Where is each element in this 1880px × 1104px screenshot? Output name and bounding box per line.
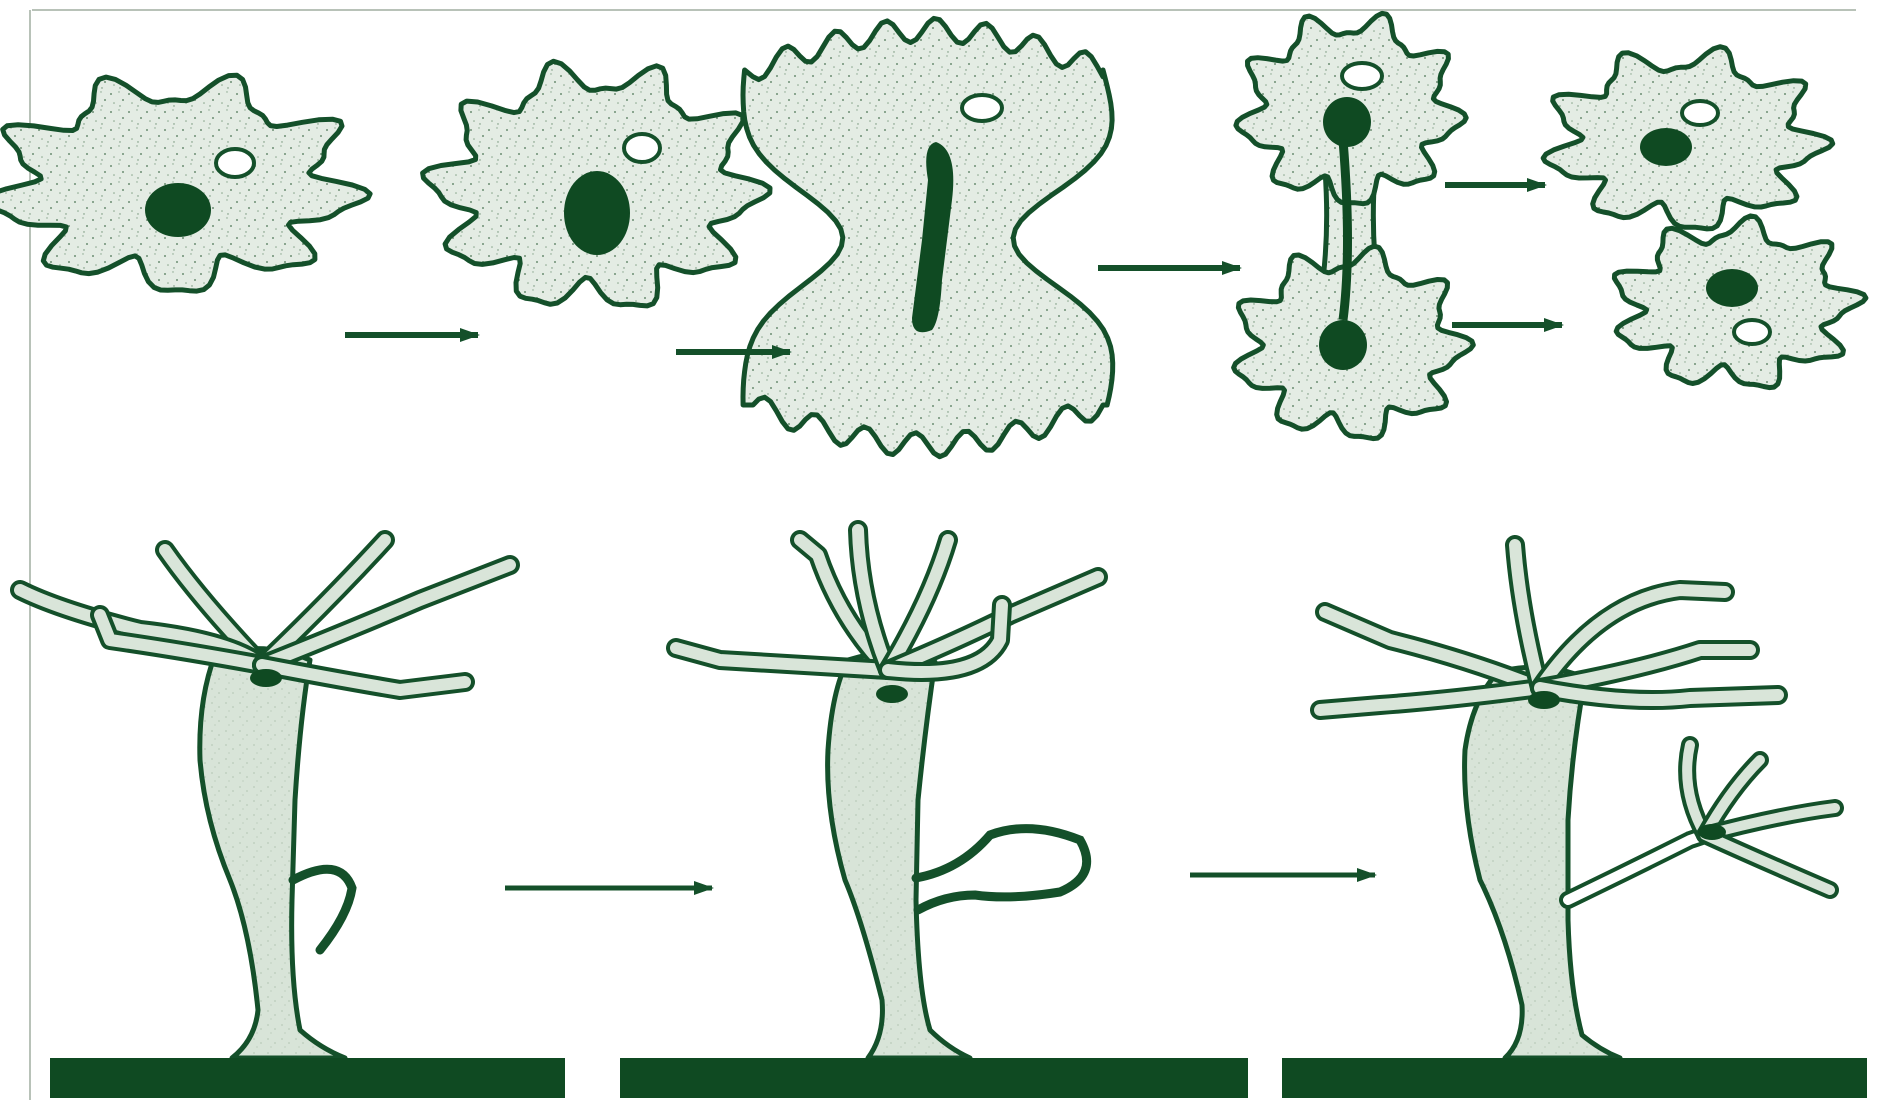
nucleus bbox=[1323, 97, 1371, 147]
contractile-vacuole bbox=[1342, 63, 1382, 89]
bud-mouth bbox=[1698, 824, 1726, 840]
nucleus bbox=[145, 183, 211, 237]
substrate-base-icon bbox=[620, 1058, 1248, 1098]
contractile-vacuole bbox=[624, 134, 660, 162]
nucleus bbox=[1319, 320, 1367, 370]
substrate-base-icon bbox=[1282, 1058, 1867, 1098]
substrate-bases bbox=[50, 1058, 1867, 1098]
contractile-vacuole bbox=[216, 149, 254, 177]
nucleus bbox=[1706, 269, 1758, 307]
contractile-vacuole bbox=[962, 95, 1002, 121]
spindle bbox=[1343, 140, 1348, 320]
contractile-vacuole bbox=[1682, 101, 1718, 125]
hydra-mouth bbox=[1528, 691, 1560, 709]
hydra-mouth bbox=[250, 669, 282, 687]
substrate-base-icon bbox=[50, 1058, 565, 1098]
contractile-vacuole bbox=[1734, 320, 1770, 344]
nucleus bbox=[1640, 128, 1692, 166]
hydra-mouth bbox=[876, 685, 908, 703]
nucleus bbox=[564, 171, 630, 255]
